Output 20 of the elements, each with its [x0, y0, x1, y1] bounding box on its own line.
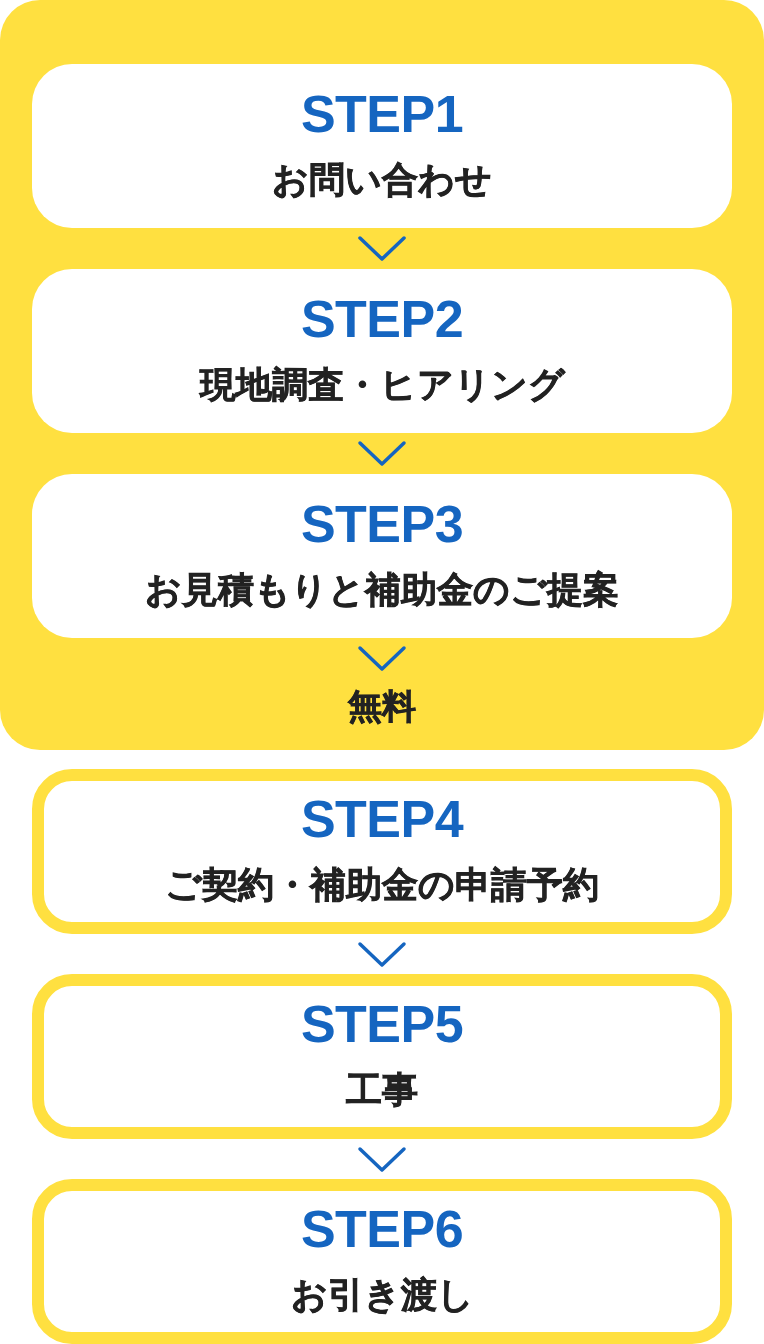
step-title: 現地調査・ヒアリング: [199, 363, 565, 407]
step-number: STEP1: [300, 86, 464, 142]
step-title: ご契約・補助金の申請予約: [165, 863, 599, 907]
step-title: お見積もりと補助金のご提案: [145, 568, 619, 612]
step-card: [32, 269, 732, 433]
step-number: STEP5: [300, 996, 464, 1052]
step-number: STEP3: [300, 496, 464, 552]
step-card: [32, 64, 732, 228]
step-card: [32, 974, 732, 1139]
step-number: STEP6: [300, 1201, 464, 1257]
step-card: [32, 1179, 732, 1344]
step-card: [32, 769, 732, 934]
step-title: お引き渡し: [290, 1273, 474, 1317]
panel-label: 無料: [348, 686, 416, 726]
step-number: STEP2: [300, 291, 464, 347]
step-number: STEP4: [300, 791, 464, 847]
highlight-panel: [0, 0, 764, 750]
step-title: お問い合わせ: [272, 158, 492, 202]
step-card: [32, 474, 732, 638]
step-title: 工事: [346, 1068, 418, 1112]
